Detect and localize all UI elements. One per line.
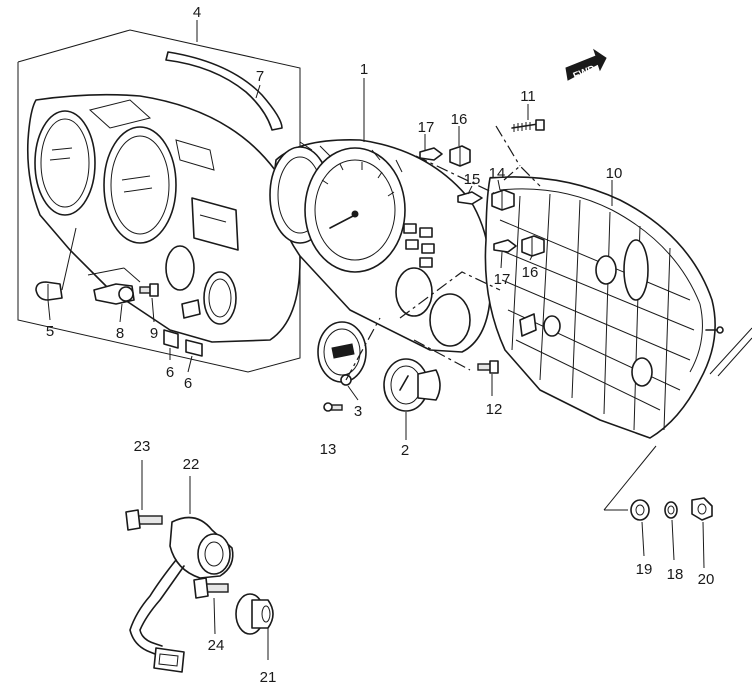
callout-6-right: 6 — [184, 375, 192, 392]
harness-22 — [129, 516, 234, 673]
screw-23 — [125, 509, 163, 531]
meter-assembly — [269, 139, 492, 353]
screw-13 — [323, 402, 343, 412]
callout-9: 9 — [150, 325, 158, 342]
fwd-direction-badge: FWD — [565, 48, 607, 82]
socket-16-top — [449, 145, 471, 167]
callout-12: 12 — [486, 401, 503, 418]
callout-17-top: 17 — [418, 119, 435, 136]
bulb-socket — [35, 227, 77, 301]
callout-4: 4 — [193, 4, 201, 21]
callout-8: 8 — [116, 325, 124, 342]
callout-20: 20 — [698, 571, 715, 588]
callout-21: 21 — [260, 669, 277, 686]
bulb-17-top — [419, 147, 443, 161]
cover-strip — [165, 51, 283, 131]
fuel-gauge — [317, 321, 367, 386]
callout-14: 14 — [489, 165, 506, 182]
callout-7: 7 — [256, 68, 264, 85]
bulb-15 — [457, 191, 483, 205]
callout-11: 11 — [520, 88, 536, 105]
nut-20 — [691, 497, 713, 521]
callout-1: 1 — [360, 61, 368, 78]
callout-2: 2 — [401, 442, 409, 459]
callout-13: 13 — [320, 441, 337, 458]
front-meter-case — [26, 93, 301, 343]
callout-22: 22 — [183, 456, 200, 473]
callout-23: 23 — [134, 438, 151, 455]
grommet-19 — [630, 499, 650, 521]
cushion-pair — [163, 329, 203, 357]
washer-group-bracket — [603, 327, 752, 511]
lamp-holder — [87, 267, 141, 305]
callout-15: 15 — [464, 171, 481, 188]
cover-group-bracket — [17, 29, 301, 373]
screw-24 — [193, 577, 229, 599]
callout-16-top: 16 — [451, 111, 468, 128]
callout-19: 19 — [636, 561, 653, 578]
bulb-17-bottom — [493, 239, 517, 253]
callout-3: 3 — [354, 403, 362, 420]
socket-14 — [491, 189, 515, 211]
back-case — [484, 176, 724, 439]
callout-17-bottom: 17 — [494, 271, 511, 288]
screw-11 — [511, 119, 545, 132]
callout-6-left: 6 — [166, 364, 174, 381]
temp-gauge — [383, 358, 441, 412]
callout-16-bottom: 16 — [522, 264, 539, 281]
alignment-lines — [345, 125, 541, 381]
socket-21 — [235, 593, 274, 635]
screw-9 — [139, 283, 159, 297]
screw-12 — [477, 360, 499, 374]
callout-labels: 4 7 1 11 17 16 10 15 14 17 16 12 3 13 2 … — [46, 4, 715, 686]
callout-18: 18 — [667, 566, 684, 583]
washer-18 — [664, 501, 678, 519]
callout-5: 5 — [46, 323, 54, 340]
callout-10: 10 — [606, 165, 623, 182]
leader-lines — [47, 20, 705, 660]
callout-24: 24 — [208, 637, 225, 654]
socket-16-bottom — [521, 235, 545, 257]
